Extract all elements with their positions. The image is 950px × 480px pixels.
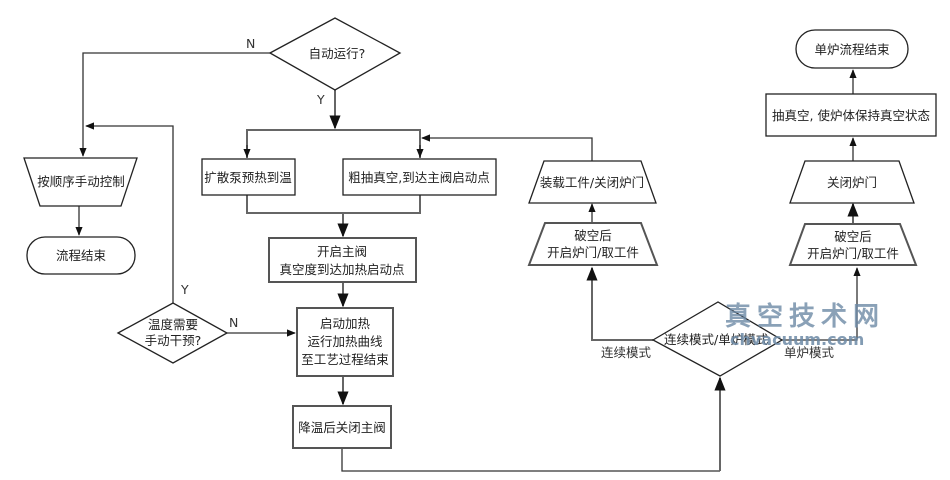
- edge-cool-to-mode: [341, 448, 720, 472]
- edge-split: [246, 129, 421, 158]
- edge-single: [782, 267, 861, 341]
- temp-line1: 温度需要: [148, 317, 198, 332]
- diffusion-pump-text: 扩散泵预热到温: [204, 170, 292, 185]
- node-break-vacuum-left: 破空后 开启炉门/取工件: [527, 222, 659, 266]
- edge-load-back: [421, 134, 593, 161]
- edge-temp-yes: [85, 122, 174, 303]
- node-break-vacuum-right: 破空后 开启炉门/取工件: [788, 223, 918, 266]
- watermark: 真空技术网 chvacuum.com: [725, 301, 885, 349]
- edge-merge: [246, 195, 421, 214]
- node-manual-control: 按顺序手动控制: [23, 157, 138, 207]
- watermark-cn: 真空技术网: [725, 301, 885, 332]
- node-mode-select: 连续模式/单炉模式: [651, 301, 784, 377]
- node-pump-hold-vacuum: 抽真空, 使炉体保持真空状态: [765, 93, 937, 137]
- watermark-en: chvacuum.com: [730, 330, 864, 349]
- single-end-text: 单炉流程结束: [814, 42, 890, 57]
- node-auto-run: 自动运行?: [268, 17, 402, 91]
- node-single-end: 单炉流程结束: [795, 29, 909, 69]
- label-temp-no: N: [229, 315, 238, 330]
- node-load-close-door: 装载工件/关闭炉门: [528, 160, 657, 204]
- rough-pump-text: 粗抽真空,到达主阀启动点: [348, 170, 489, 185]
- edge-continuous: [586, 266, 653, 341]
- flow-end-text: 流程结束: [56, 248, 107, 263]
- node-rough-pump: 粗抽真空,到达主阀启动点: [342, 158, 497, 196]
- break-left-line1: 破空后: [574, 228, 612, 243]
- auto-run-text: 自动运行?: [309, 46, 366, 61]
- break-right-line1: 破空后: [834, 229, 872, 244]
- mode-select-text: 连续模式/单炉模式: [664, 332, 769, 347]
- edge-auto-no: [79, 52, 270, 157]
- cool-close-text: 降温后关闭主阀: [298, 420, 386, 435]
- load-close-text: 装载工件/关闭炉门: [540, 175, 644, 190]
- heating-line2: 运行加热曲线: [307, 334, 383, 349]
- manual-control-text: 按顺序手动控制: [37, 174, 125, 189]
- label-auto-no: N: [246, 36, 255, 51]
- heating-line1: 启动加热: [320, 316, 371, 331]
- temp-line2: 手动干预?: [145, 333, 202, 348]
- break-left-line2: 开启炉门/取工件: [547, 245, 639, 260]
- node-open-main-valve: 开启主阀 真空度到达加热启动点: [268, 237, 417, 283]
- label-auto-yes: Y: [316, 92, 325, 107]
- node-temp-intervene: 温度需要 手动干预?: [116, 302, 229, 364]
- close-door-text: 关闭炉门: [827, 175, 877, 190]
- label-temp-yes: Y: [180, 282, 189, 297]
- node-cool-close-valve: 降温后关闭主阀: [292, 405, 392, 449]
- pump-hold-text: 抽真空, 使炉体保持真空状态: [772, 108, 930, 123]
- node-close-door: 关闭炉门: [789, 160, 915, 204]
- break-right-line2: 开启炉门/取工件: [807, 246, 899, 261]
- connectors: [75, 52, 861, 472]
- open-valve-line2: 真空度到达加热启动点: [279, 262, 404, 277]
- heating-line3: 至工艺过程结束: [301, 352, 389, 367]
- node-diffusion-pump: 扩散泵预热到温: [201, 158, 296, 196]
- label-continuous: 连续模式: [601, 345, 652, 360]
- node-flow-end: 流程结束: [26, 236, 136, 275]
- label-single: 单炉模式: [784, 345, 835, 360]
- node-start-heating: 启动加热 运行加热曲线 至工艺过程结束: [296, 307, 394, 377]
- open-valve-line1: 开启主阀: [317, 244, 367, 259]
